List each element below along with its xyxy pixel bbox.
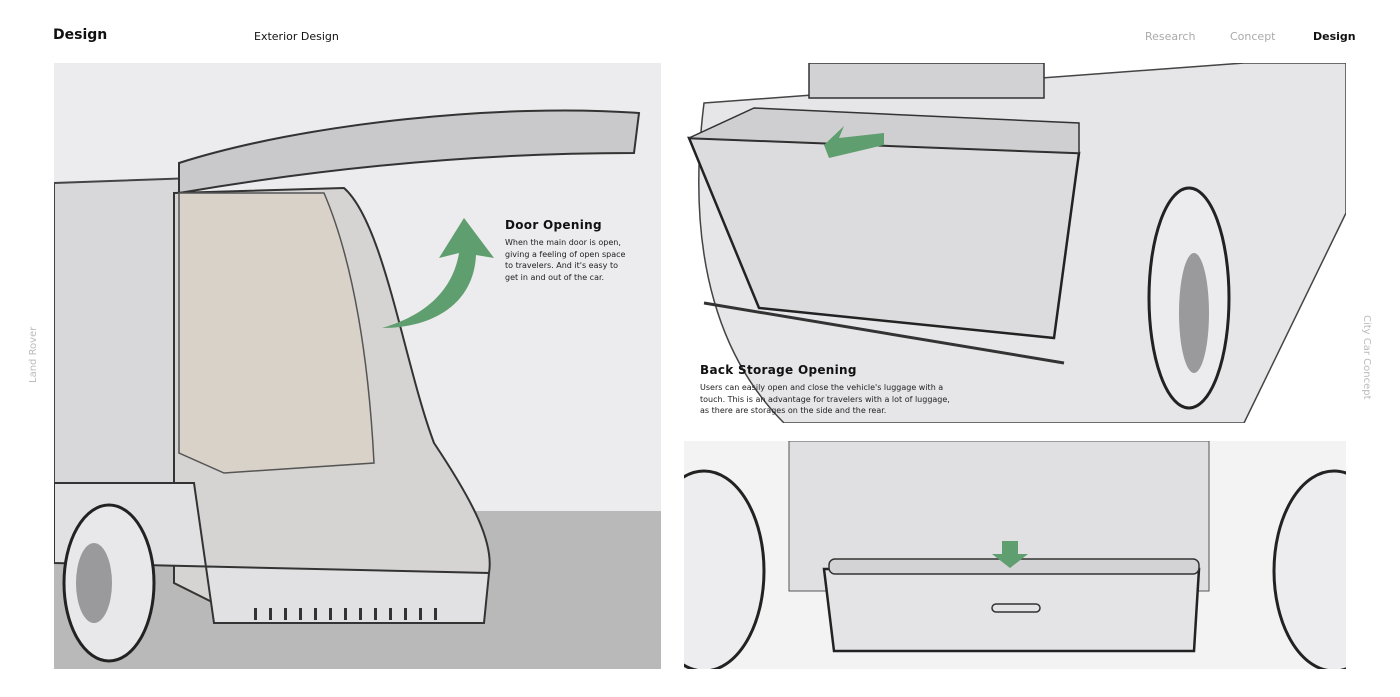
door-caption-text: When the main door is open, giving a fee…	[505, 238, 626, 282]
back-storage-sketch: Back Storage Opening Users can easily op…	[684, 63, 1346, 423]
storage-caption: Back Storage Opening Users can easily op…	[700, 363, 950, 417]
door-opening-sketch: Door Opening When the main door is open,…	[54, 63, 661, 669]
nav-research[interactable]: Research	[1145, 30, 1196, 43]
storage-caption-text: Users can easily open and close the vehi…	[700, 383, 950, 415]
page-title: Design	[53, 27, 108, 43]
nav-concept[interactable]: Concept	[1230, 30, 1276, 43]
storage-caption-title: Back Storage Opening	[700, 363, 857, 377]
brand-label: Land Rover	[28, 326, 39, 383]
up-arrow-icon	[382, 218, 494, 328]
left-arrow-icon	[824, 126, 884, 158]
section-title: Exterior Design	[254, 30, 339, 43]
project-label: City Car Concept	[1361, 315, 1372, 400]
door-caption-title: Door Opening	[505, 218, 602, 232]
nav-design[interactable]: Design	[1313, 30, 1356, 43]
down-arrow-icon	[992, 541, 1028, 568]
rear-storage-sketch	[684, 441, 1346, 669]
door-caption: Door Opening When the main door is open,…	[505, 218, 630, 283]
